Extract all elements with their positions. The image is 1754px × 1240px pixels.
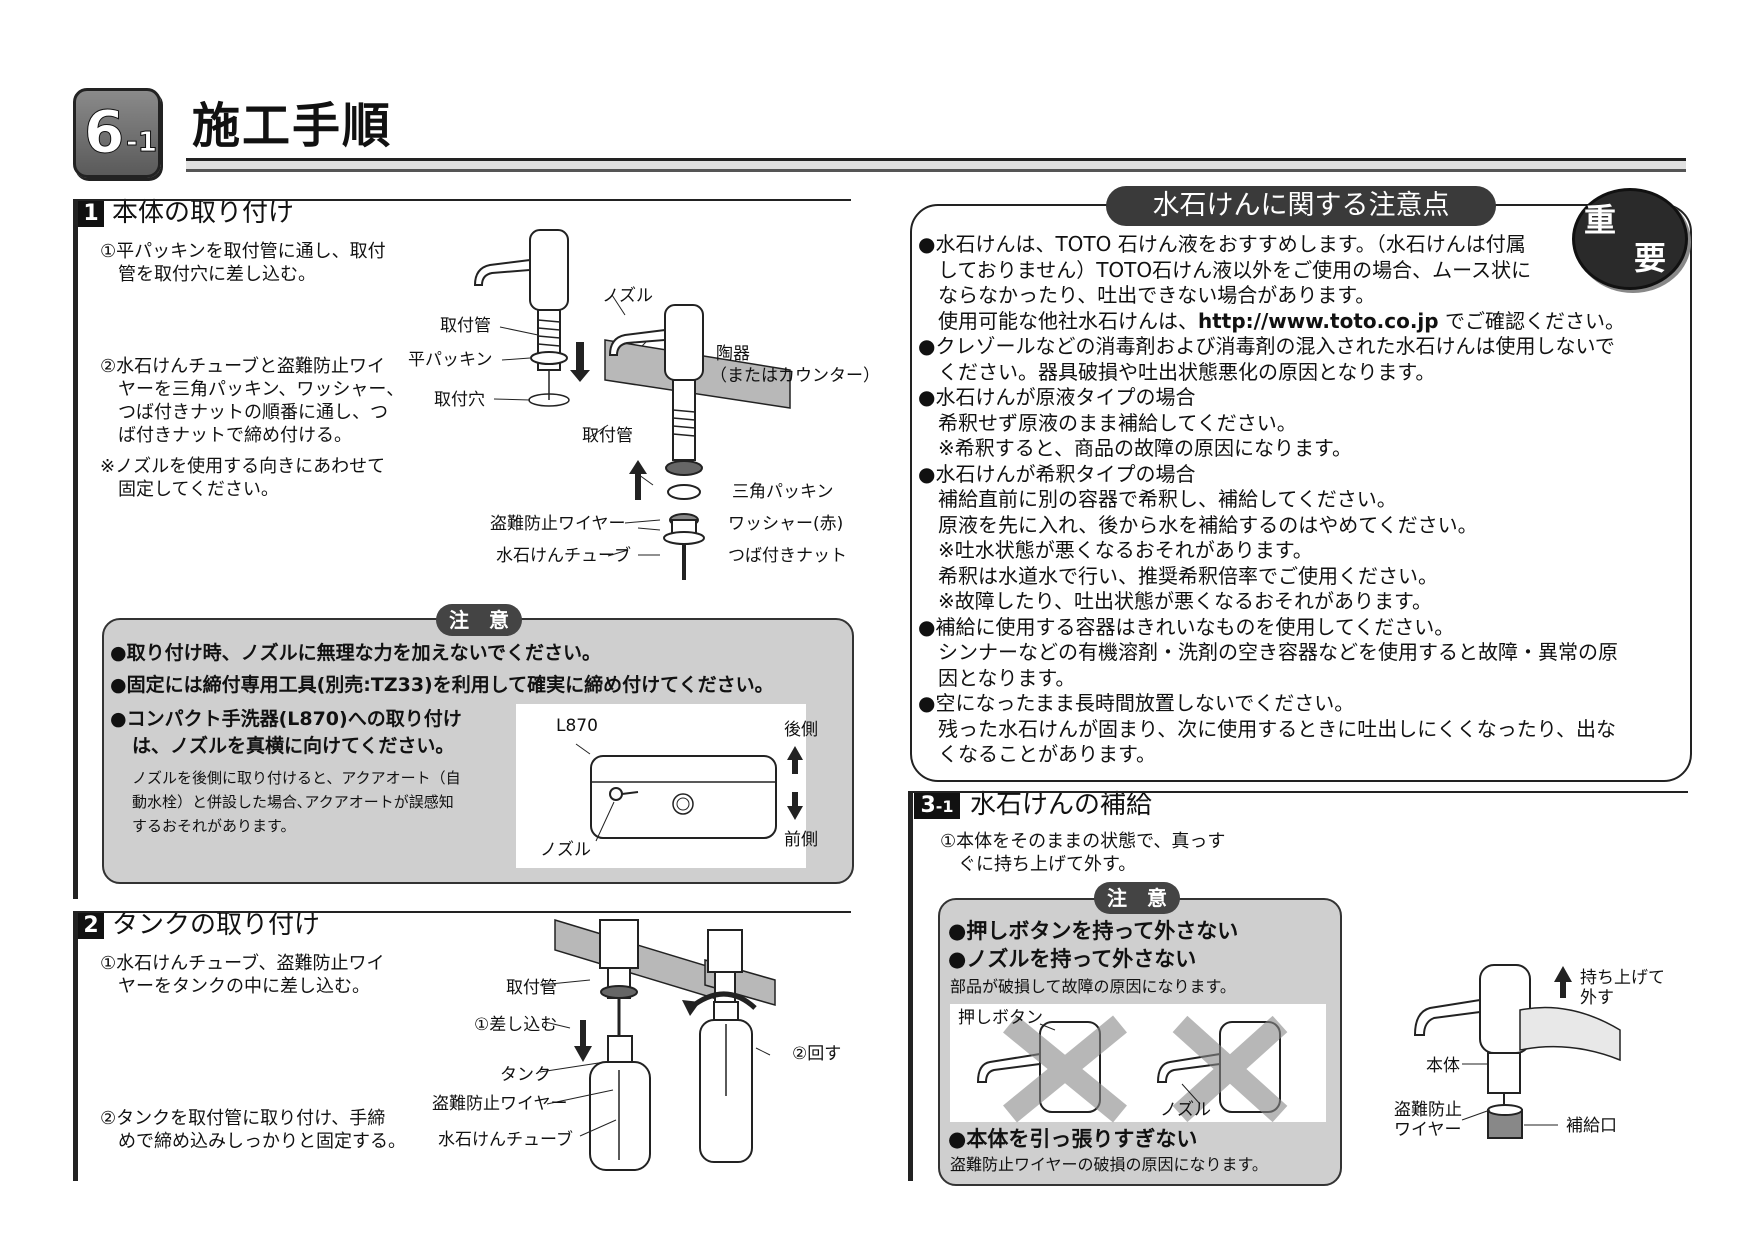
caution-tag-3: 注 意	[1094, 882, 1180, 914]
label-tri-packing: 三角パッキン	[732, 482, 834, 502]
chapter-number: 6	[83, 98, 125, 167]
section3-number: 3-1	[914, 792, 960, 819]
section2-label-tube: 水石けんチューブ	[438, 1130, 573, 1150]
caution3-line1: ●押しボタンを持って外さない	[948, 919, 1239, 943]
label-nut: つば付きナット	[728, 546, 847, 566]
section2-number: 2	[78, 912, 104, 939]
caution1-detail: ノズルを後側に取り付けると、アクアオート（自 動水栓）と併設した場合､アクアオー…	[132, 769, 461, 835]
l870-nozzle-label: ノズル	[540, 840, 591, 860]
caution3-line2: ●ノズルを持って外さない	[948, 947, 1197, 971]
section1-number: 1	[78, 200, 104, 227]
section2-illustration	[539, 918, 776, 1171]
section3-rule	[912, 791, 1688, 793]
caution3-label-button: 押しボタン	[958, 1008, 1043, 1028]
label-flat-packing: 平パッキン	[408, 350, 493, 370]
title-rule	[186, 158, 1686, 172]
caution1-line1: ●取り付け時、ノズルに無理な力を加えないでください。	[110, 642, 602, 664]
label-nozzle: ノズル	[602, 286, 653, 306]
caution1-line2: ●固定には締付専用工具(別売:TZ33)を利用して確実に締め付けてください。	[110, 674, 774, 696]
caution3-drawing	[976, 1015, 1288, 1123]
section1-step2: ②水石けんチューブと盗難防止ワイ ヤーを三角パッキン、ワッシャー、 つば付きナッ…	[100, 356, 405, 446]
caution-tag-1: 注 意	[436, 604, 522, 636]
toto-url: http://www.toto.co.jp	[1198, 308, 1439, 333]
important-box	[910, 204, 1692, 782]
caution3-label-nozzle: ノズル	[1160, 1100, 1211, 1120]
section3-illustration	[1413, 964, 1621, 1139]
label-pipe-a: 取付管	[440, 316, 491, 336]
caution3-line3: ●本体を引っ張りすぎない	[948, 1127, 1198, 1151]
chapter-subnumber: -1	[125, 125, 158, 159]
section3-label-body: 本体	[1426, 1056, 1460, 1076]
label-washer: ワッシャー(赤)	[728, 514, 844, 534]
section2-step1: ①水石けんチューブ、盗難防止ワイ ヤーをタンクの中に差し込む。	[100, 953, 385, 997]
important-badge-char2: 要	[1634, 239, 1667, 277]
label-wire: 盗難防止ワイヤー	[490, 514, 626, 534]
section3-label-lift: 持ち上げて 外す	[1580, 968, 1665, 1008]
page-title: 施工手順	[192, 98, 393, 154]
section3-left-bar	[908, 791, 913, 1181]
section2-rule	[76, 911, 851, 913]
caution1-line3: ●コンパクト手洗器(L870)への取り付け は、ノズルを真横に向けてください。	[110, 708, 462, 757]
l870-front-label: 前側	[784, 830, 818, 850]
section3-title: 水石けんの補給	[970, 790, 1153, 820]
section1-step1: ①平パッキンを取付管に通し、取付 管を取付穴に差し込む。	[100, 241, 386, 285]
chapter-badge: 6 -1	[73, 88, 161, 178]
section2-left-bar	[73, 911, 78, 1181]
section2-step2: ②タンクを取付管に取り付け、手締 めで締め込みしっかりと固定する。	[100, 1108, 406, 1152]
important-badge-char1: 重	[1584, 201, 1617, 239]
l870-back-label: 後側	[784, 720, 818, 740]
section2-label-insert: ①差し込む	[474, 1015, 558, 1035]
section1-left-bar	[73, 199, 78, 899]
section2-label-wire: 盗難防止ワイヤー	[432, 1094, 568, 1114]
label-counter: （またはカウンター）	[710, 366, 880, 386]
important-tag: 水石けんに関する注意点	[1106, 186, 1496, 226]
important-badge	[1572, 188, 1688, 290]
section2-label-tank: タンク	[500, 1065, 551, 1085]
important-text: ●水石けんは、TOTO 石けん液をおすすめします。（水石けんは付属 しておりませ…	[918, 232, 1625, 766]
label-tube: 水石けんチューブ	[496, 546, 631, 566]
section3-label-port: 補給口	[1566, 1116, 1617, 1136]
section1-illustration	[473, 229, 791, 580]
section3-step1: ①本体をそのままの状態で、真っす ぐに持ち上げて外す。	[940, 831, 1226, 875]
l870-drawing	[575, 743, 803, 842]
section2-label-turn: ②回す	[792, 1044, 842, 1064]
section1-note: ※ノズルを使用する向きにあわせて 固定してください。	[100, 456, 386, 500]
section2-title: タンクの取り付け	[112, 910, 321, 940]
caution3-detail2: 盗難防止ワイヤーの破損の原因になります。	[950, 1155, 1268, 1174]
label-ceramic: 陶器	[716, 344, 750, 364]
section2-label-pipe: 取付管	[506, 978, 557, 998]
section3-label-wire: 盗難防止 ワイヤー	[1394, 1100, 1462, 1140]
label-hole: 取付穴	[434, 390, 485, 410]
label-pipe-b: 取付管	[582, 426, 633, 446]
section1-rule	[76, 199, 851, 201]
caution3-detail1: 部品が破損して故障の原因になります。	[950, 977, 1236, 996]
l870-model-label: L870	[556, 716, 598, 736]
section1-title: 本体の取り付け	[112, 198, 295, 228]
